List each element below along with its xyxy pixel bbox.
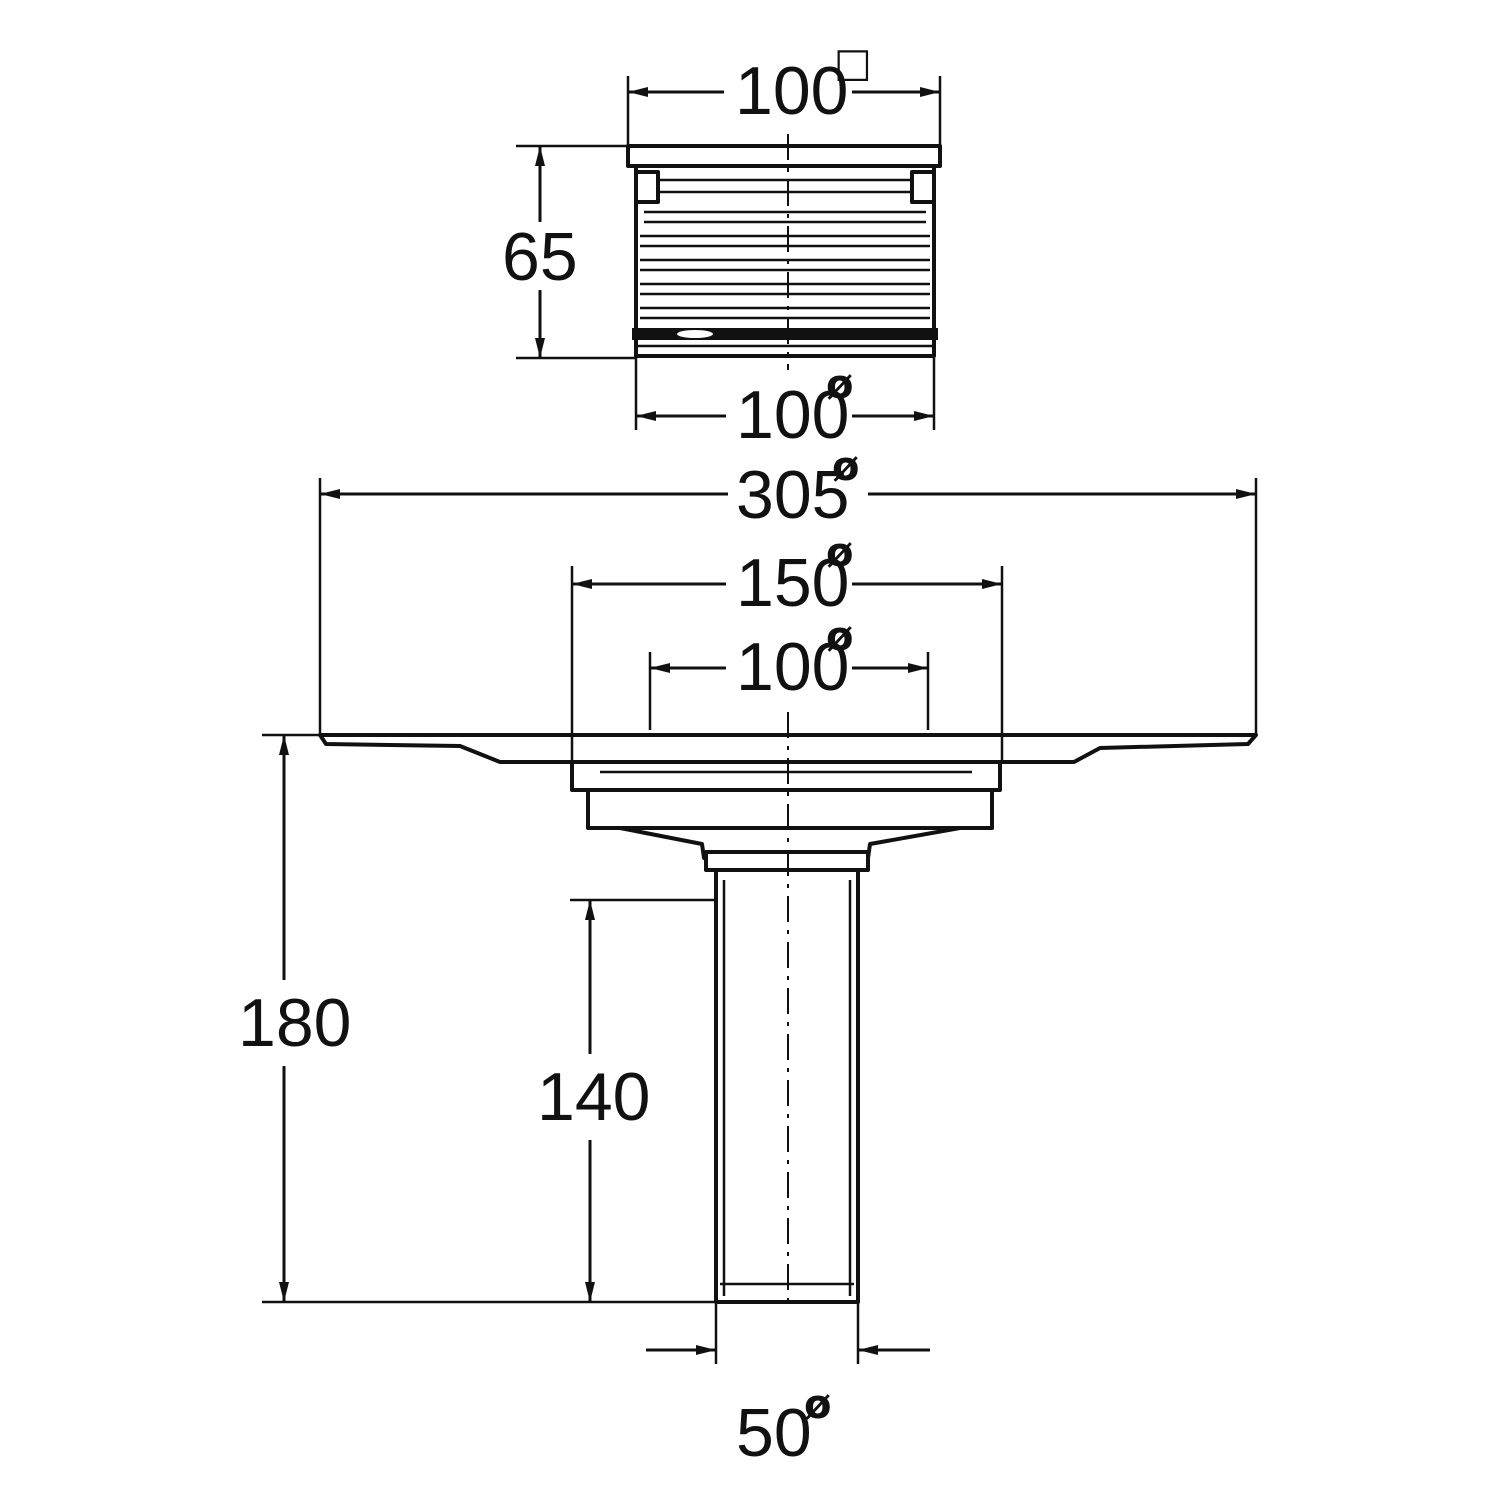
dim-grate-height-value: 65 [502,219,578,295]
dim-pipe-length-value: 140 [537,1059,650,1135]
dim-flange-value: 305 [736,457,849,533]
grate-ribs [640,178,930,320]
grate-extension [626,134,942,370]
drain-body [318,712,1258,1310]
grate-seal-ring [632,328,938,340]
seal-highlight [677,330,713,338]
diameter-symbol: ø [832,444,859,490]
diameter-symbol: ø [826,530,853,576]
diameter-symbol: ø [826,362,853,408]
square-symbol: □ [834,40,872,86]
dim-grate-height: 65 [502,144,636,360]
diameter-symbol: ø [804,1382,831,1428]
dim-inlet-value: 100 [736,629,849,705]
dim-grate-width-value: 100 [735,53,848,129]
dim-outlet-value: 50 [736,1395,812,1471]
dim-inlet: 100 ø [648,614,930,730]
dim-flange: 305 ø [318,444,1258,735]
dim-body: 150 ø [570,530,1004,762]
dim-grate-width: 100 □ [626,40,942,146]
dim-body-value: 150 [736,545,849,621]
diameter-symbol: ø [826,614,853,660]
dim-grate-base-value: 100 [736,377,849,453]
dim-total-height: 180 [238,733,716,1304]
dim-total-height-value: 180 [238,985,351,1061]
drain-body-lower [586,788,994,830]
grate-top-plate [626,144,942,168]
drain-body-upper [570,760,1002,792]
grate-clip-left [634,170,660,204]
dim-outlet: 50 ø [646,1302,930,1471]
dim-grate-base: 100 ø [634,358,936,453]
grate-clip-right [910,170,936,204]
dim-pipe-length: 140 [537,898,716,1302]
